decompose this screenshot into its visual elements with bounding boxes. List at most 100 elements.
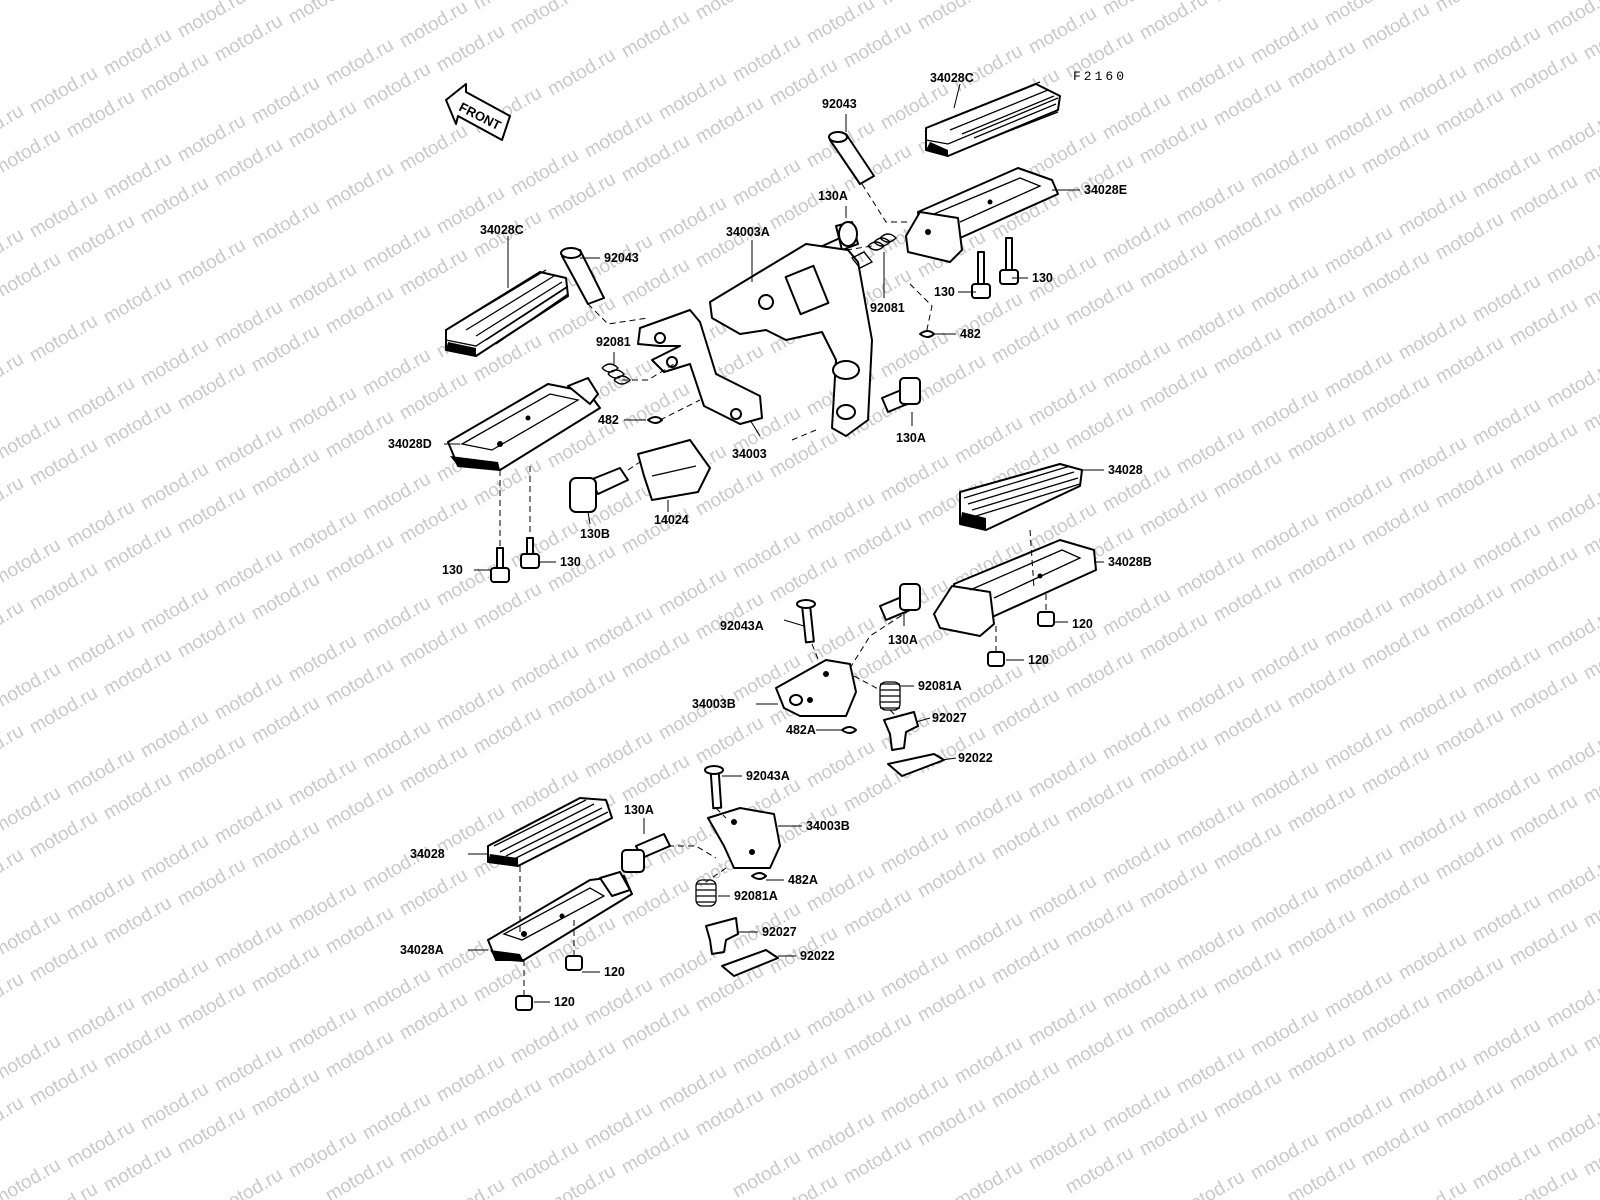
label-482A-mid: 482A bbox=[786, 723, 816, 737]
watermark-text: motod.ru bbox=[1543, 357, 1600, 413]
figure-code: F2160 bbox=[1073, 69, 1127, 84]
rubber-pad-icon bbox=[925, 81, 1061, 157]
watermark-text: motod.ru bbox=[100, 273, 175, 329]
side-bracket-icon bbox=[707, 807, 781, 869]
bolt-icon bbox=[569, 467, 629, 513]
spring-icon bbox=[695, 879, 717, 907]
rubber-pad-icon bbox=[487, 797, 613, 867]
spacer-icon bbox=[883, 711, 919, 751]
bolt-icon bbox=[621, 833, 671, 873]
label-34028C-right: 34028C bbox=[930, 71, 974, 85]
bolt-icon bbox=[881, 377, 921, 413]
label-120-l2: 120 bbox=[554, 995, 575, 1009]
watermark-text: motod.ru bbox=[0, 597, 27, 653]
label-92081-left: 92081 bbox=[596, 335, 631, 349]
watermark-text: motod.ru bbox=[914, 0, 989, 34]
screw-icon bbox=[490, 547, 510, 583]
watermark-text: motod.ru bbox=[1543, 109, 1600, 165]
label-130A-rear: 130A bbox=[888, 633, 918, 647]
watermark-text: motod.ru bbox=[1432, 0, 1507, 16]
spring-icon bbox=[867, 233, 897, 251]
watermark-text: motod.ru bbox=[1543, 481, 1600, 537]
label-482-left: 482 bbox=[598, 413, 619, 427]
label-120-r1: 120 bbox=[1072, 617, 1093, 631]
watermark-text: motod.ru bbox=[1210, 0, 1285, 6]
label-92027-mid: 92027 bbox=[932, 711, 967, 725]
circlip-icon bbox=[841, 726, 857, 734]
pivot-pin-icon bbox=[796, 599, 816, 644]
watermark-text: motod.ru bbox=[396, 121, 471, 177]
label-34028A: 34028A bbox=[400, 943, 444, 957]
watermark-text: motod.ru bbox=[1543, 605, 1600, 661]
label-34028C-left: 34028C bbox=[480, 223, 524, 237]
watermark-text: motod.ru bbox=[0, 349, 27, 405]
watermark-text: motod.ru bbox=[951, 1157, 1026, 1200]
label-130-l1: 130 bbox=[442, 563, 463, 577]
label-92022-low: 92022 bbox=[800, 949, 835, 963]
label-14024: 14024 bbox=[654, 513, 689, 527]
watermark-text: motod.ru bbox=[618, 7, 693, 63]
leader-lines bbox=[444, 83, 1104, 1003]
spacer-icon bbox=[705, 917, 739, 955]
screw-icon bbox=[987, 651, 1005, 667]
watermark-text: motod.ru bbox=[1543, 1101, 1600, 1157]
spring-icon bbox=[601, 363, 631, 385]
spring-icon bbox=[879, 681, 901, 711]
label-34028-left: 34028 bbox=[410, 847, 445, 861]
label-92027-low: 92027 bbox=[762, 925, 797, 939]
watermark-text: motod.ru bbox=[0, 125, 64, 181]
watermark-text: motod.ru bbox=[211, 1165, 286, 1200]
label-34003A: 34003A bbox=[726, 225, 770, 239]
label-34003: 34003 bbox=[732, 447, 767, 461]
side-bracket-icon bbox=[637, 309, 763, 425]
watermark-text: motod.ru bbox=[285, 0, 360, 28]
footrest-bracket-icon bbox=[447, 377, 601, 471]
watermark-text: motod.ru bbox=[1543, 0, 1600, 40]
watermark-text: motod.ru bbox=[0, 1155, 64, 1200]
watermark-text: motod.ru bbox=[1543, 729, 1600, 785]
watermark-text: motod.ru bbox=[26, 311, 101, 367]
label-92081A-mid: 92081A bbox=[918, 679, 962, 693]
main-bracket-icon bbox=[709, 243, 874, 437]
label-34028-right: 34028 bbox=[1108, 463, 1143, 477]
watermark-text: motod.ru bbox=[322, 159, 397, 215]
watermark-text: motod.ru bbox=[1543, 977, 1600, 1033]
circlip-icon bbox=[919, 330, 935, 338]
watermark-text: motod.ru bbox=[1136, 0, 1211, 44]
label-92043A-mid: 92043A bbox=[720, 619, 764, 633]
watermark-text: motod.ru bbox=[692, 0, 767, 24]
label-482A-low: 482A bbox=[788, 873, 818, 887]
footrest-bracket-icon bbox=[905, 167, 1059, 263]
assembly-lines bbox=[499, 183, 1047, 996]
label-130A-mid: 130A bbox=[896, 431, 926, 445]
label-92081A-low: 92081A bbox=[734, 889, 778, 903]
plate-icon bbox=[721, 949, 779, 977]
label-34003B-low: 34003B bbox=[806, 819, 850, 833]
pivot-pin-icon bbox=[560, 247, 605, 305]
label-130-l2: 130 bbox=[560, 555, 581, 569]
watermark-text: motod.ru bbox=[544, 45, 619, 101]
side-bracket-icon bbox=[775, 659, 857, 717]
watermark-text: motod.ru bbox=[0, 845, 27, 901]
screw-icon bbox=[1037, 611, 1055, 627]
footrest-bracket-icon bbox=[487, 871, 633, 962]
watermark-text: motod.ru bbox=[174, 235, 249, 291]
circlip-icon bbox=[647, 416, 663, 424]
label-92022-mid: 92022 bbox=[958, 751, 993, 765]
watermark-text: motod.ru bbox=[1395, 1177, 1470, 1200]
label-130-r1: 130 bbox=[1032, 271, 1053, 285]
footrest-bracket-icon bbox=[933, 539, 1097, 637]
screw-icon bbox=[999, 237, 1019, 285]
label-92043-top: 92043 bbox=[822, 97, 857, 111]
label-34028B: 34028B bbox=[1108, 555, 1152, 569]
label-130A-low: 130A bbox=[624, 803, 654, 817]
watermark-text: motod.ru bbox=[433, 1175, 508, 1200]
circlip-icon bbox=[751, 872, 767, 880]
rubber-pad-icon bbox=[445, 269, 569, 357]
watermark-text: motod.ru bbox=[1543, 853, 1600, 909]
screw-icon bbox=[971, 251, 991, 299]
label-92081-right: 92081 bbox=[870, 301, 905, 315]
watermark-text: motod.ru bbox=[0, 249, 64, 305]
